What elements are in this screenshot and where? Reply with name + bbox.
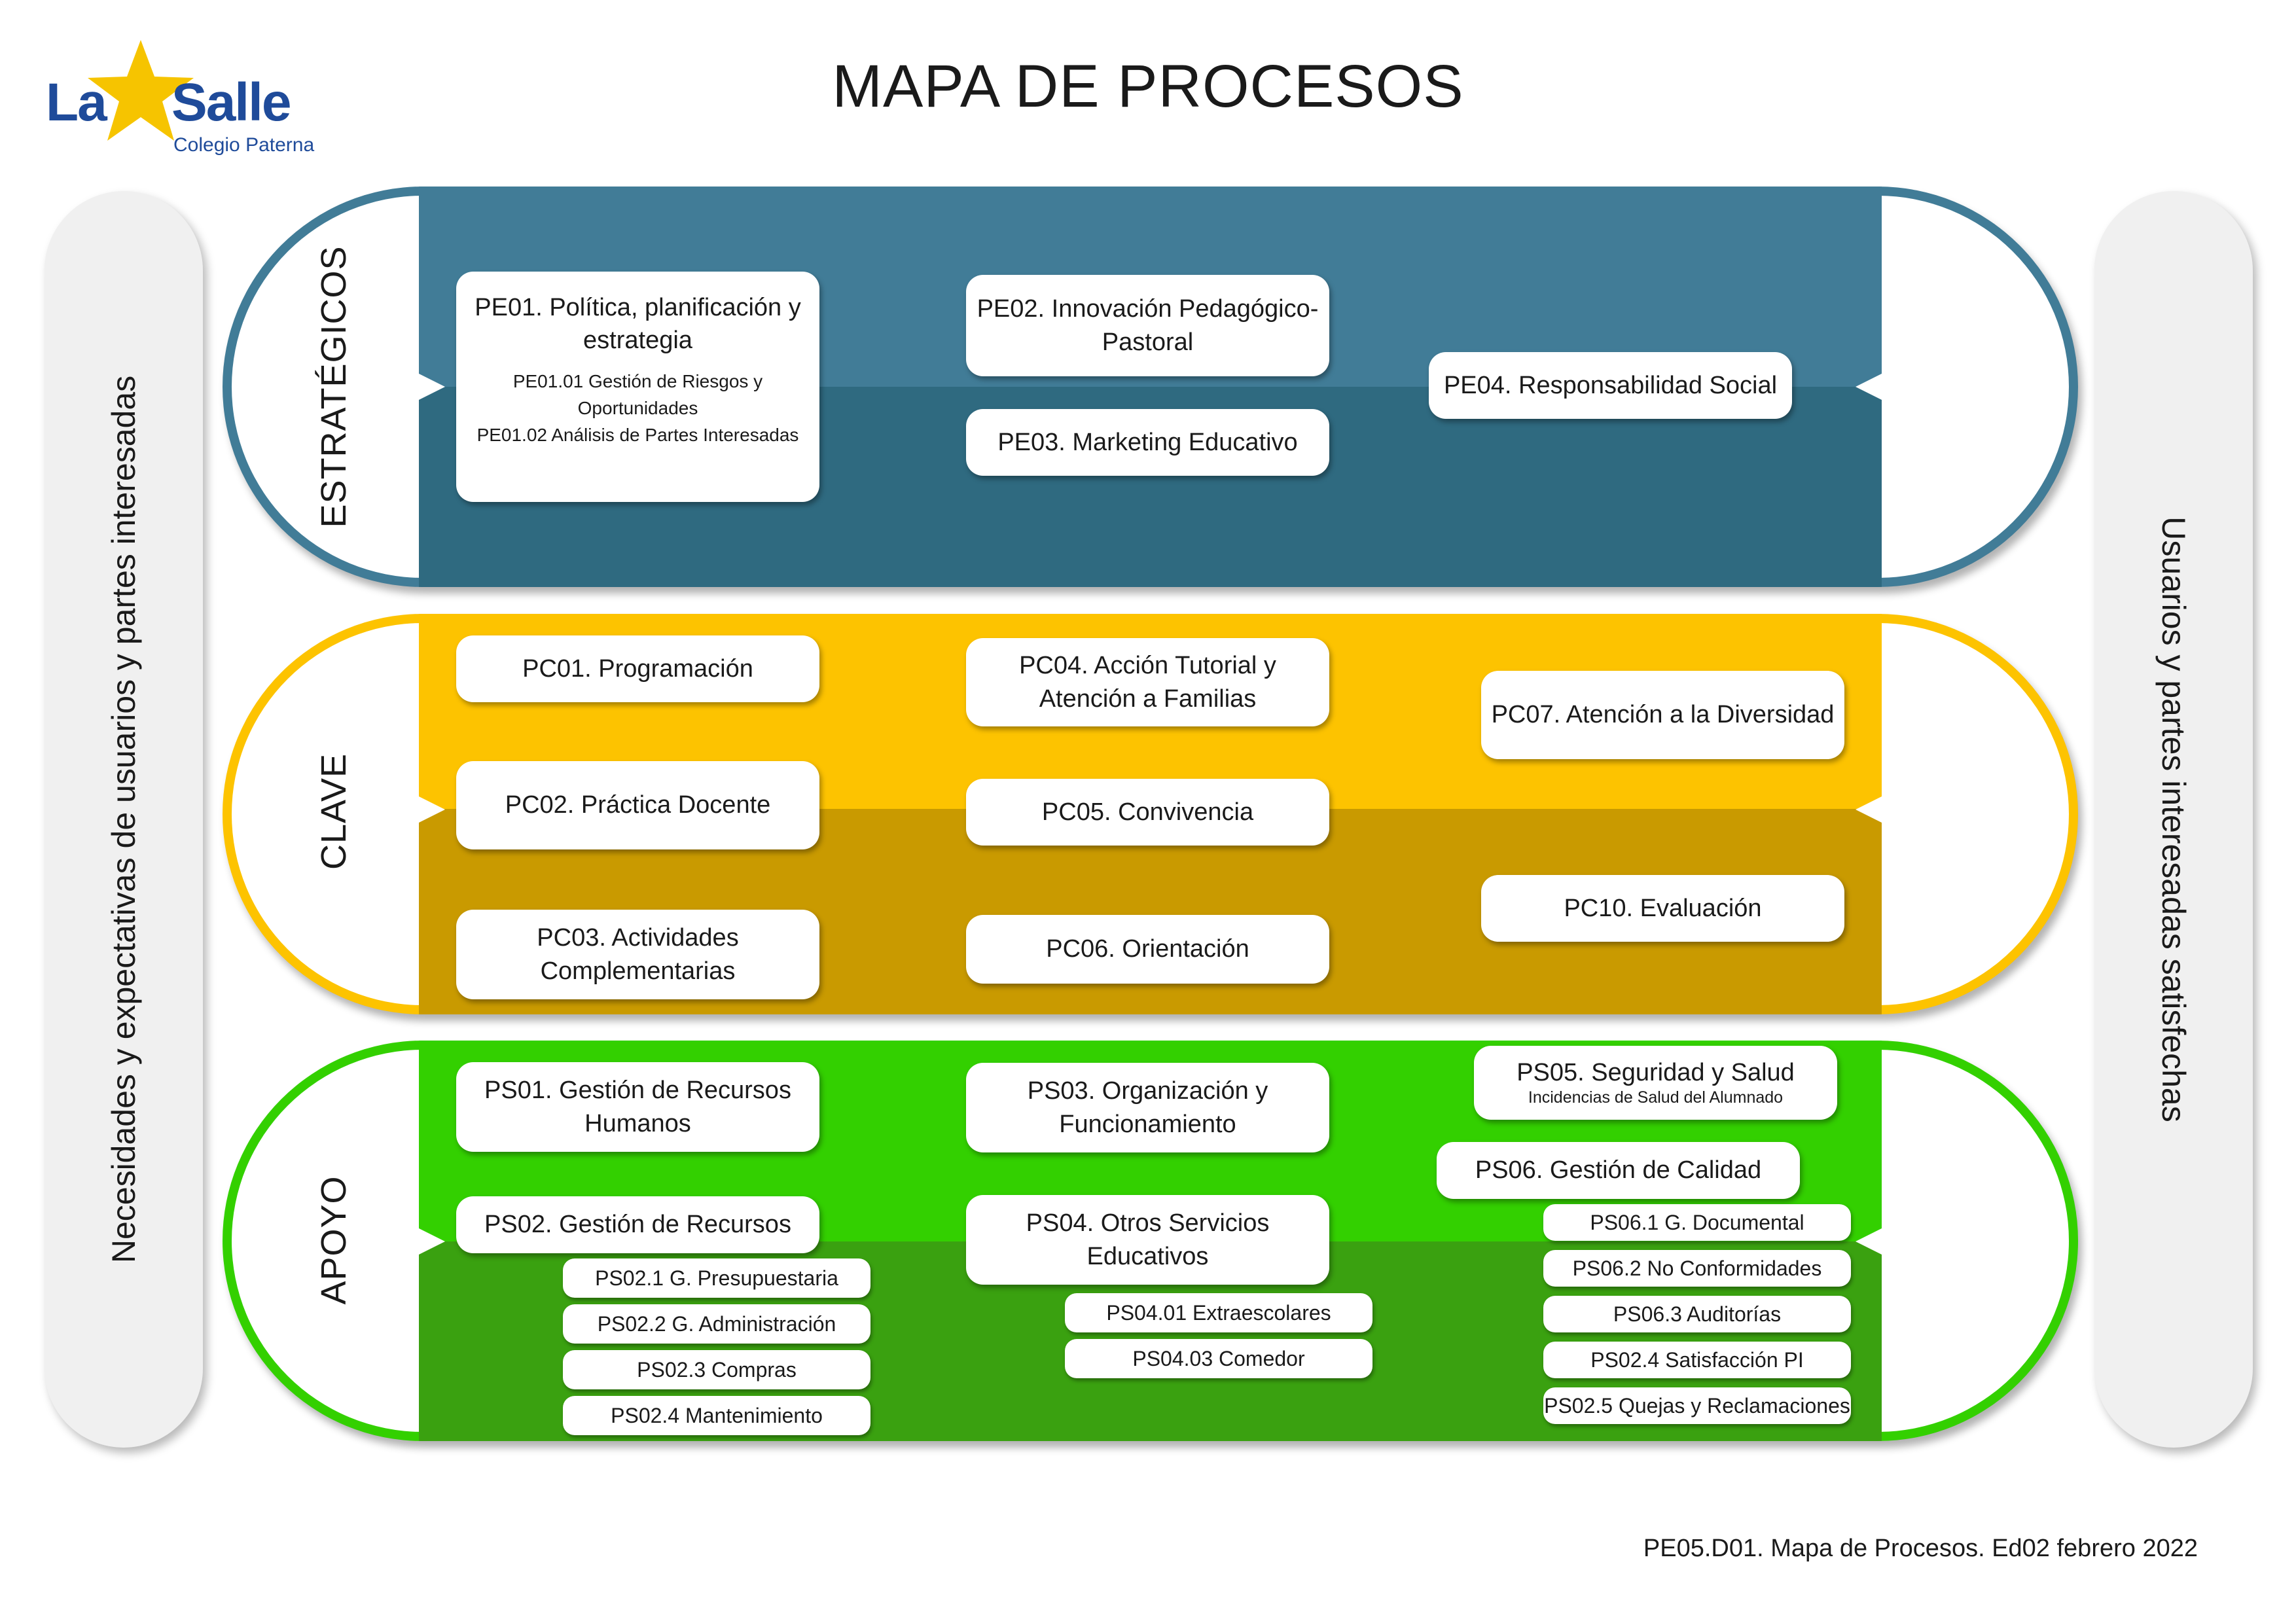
process-pc03: PC03. Actividades Complementarias [456,910,819,999]
ps02-item: PS02.4 Mantenimiento [563,1396,870,1435]
ps02-item: PS02.3 Compras [563,1350,870,1389]
process-pc10: PC10. Evaluación [1481,875,1844,942]
page-title: MAPA DE PROCESOS [832,53,1464,120]
process-pe04: PE04. Responsabilidad Social [1429,352,1792,419]
pe01-sub-risks: PE01.01 Gestión de Riesgos y Oportunidad… [512,371,763,418]
output-satisfaction-pill: Usuarios y partes interesadas satisfecha… [2094,191,2253,1448]
process-pc06: PC06. Orientación [966,915,1329,984]
ps02-item: PS02.1 G. Presupuestaria [563,1258,870,1298]
process-ps03: PS03. Organización y Funcionamiento [966,1063,1329,1152]
process-ps05: PS05. Seguridad y Salud Incidencias de S… [1474,1046,1837,1120]
process-pe03: PE03. Marketing Educativo [966,409,1329,476]
process-pc07: PC07. Atención a la Diversidad [1481,671,1844,759]
key-label: CLAVE [314,753,353,870]
pe01-title: PE01. Política, planificación y estrateg… [475,294,801,355]
process-pe01: PE01. Política, planificación y estrateg… [456,272,819,502]
process-ps04: PS04. Otros Servicios Educativos [966,1195,1329,1285]
document-reference: PE05.D01. Mapa de Procesos. Ed02 febrero… [1643,1535,2198,1562]
ps05-title: PS05. Seguridad y Salud [1516,1058,1795,1086]
pe01-sub-stakeholders: PE01.02 Análisis de Partes Interesadas [476,424,799,445]
ps06-item: PS02.4 Satisfacción PI [1543,1342,1851,1378]
ps02-item: PS02.2 G. Administración [563,1304,870,1344]
ps06-item: PS06.2 No Conformidades [1543,1250,1851,1287]
process-ps01: PS01. Gestión de Recursos Humanos [456,1062,819,1152]
process-pc05: PC05. Convivencia [966,779,1329,846]
logo-word-salle: Salle [171,73,291,132]
ps04-item: PS04.01 Extraescolares [1065,1293,1372,1332]
process-pc01: PC01. Programación [456,635,819,702]
output-satisfaction-label: Usuarios y partes interesadas satisfecha… [2155,516,2192,1122]
process-pc04: PC04. Acción Tutorial y Atención a Famil… [966,638,1329,726]
process-ps06: PS06. Gestión de Calidad [1437,1142,1800,1199]
process-pc02: PC02. Práctica Docente [456,761,819,849]
support-label: APOYO [314,1175,353,1305]
ps06-item: PS06.1 G. Documental [1543,1204,1851,1241]
ps04-item: PS04.03 Comedor [1065,1339,1372,1378]
logo-subtitle: Colegio Paterna [173,134,315,156]
strategic-label: ESTRATÉGICOS [314,245,353,528]
input-needs-pill: Necesidades y expectativas de usuarios y… [45,191,203,1448]
ps06-item: PS06.3 Auditorías [1543,1296,1851,1332]
star-icon [88,40,194,141]
ps05-sub: Incidencias de Salud del Alumnado [1528,1088,1784,1107]
process-pe02: PE02. Innovación Pedagógico-Pastoral [966,275,1329,376]
input-needs-label: Necesidades y expectativas de usuarios y… [105,375,142,1264]
ps06-item: PS02.5 Quejas y Reclamaciones [1543,1387,1851,1424]
la-salle-logo: La Salle Colegio Paterna [46,36,334,156]
process-ps02: PS02. Gestión de Recursos [456,1196,819,1253]
